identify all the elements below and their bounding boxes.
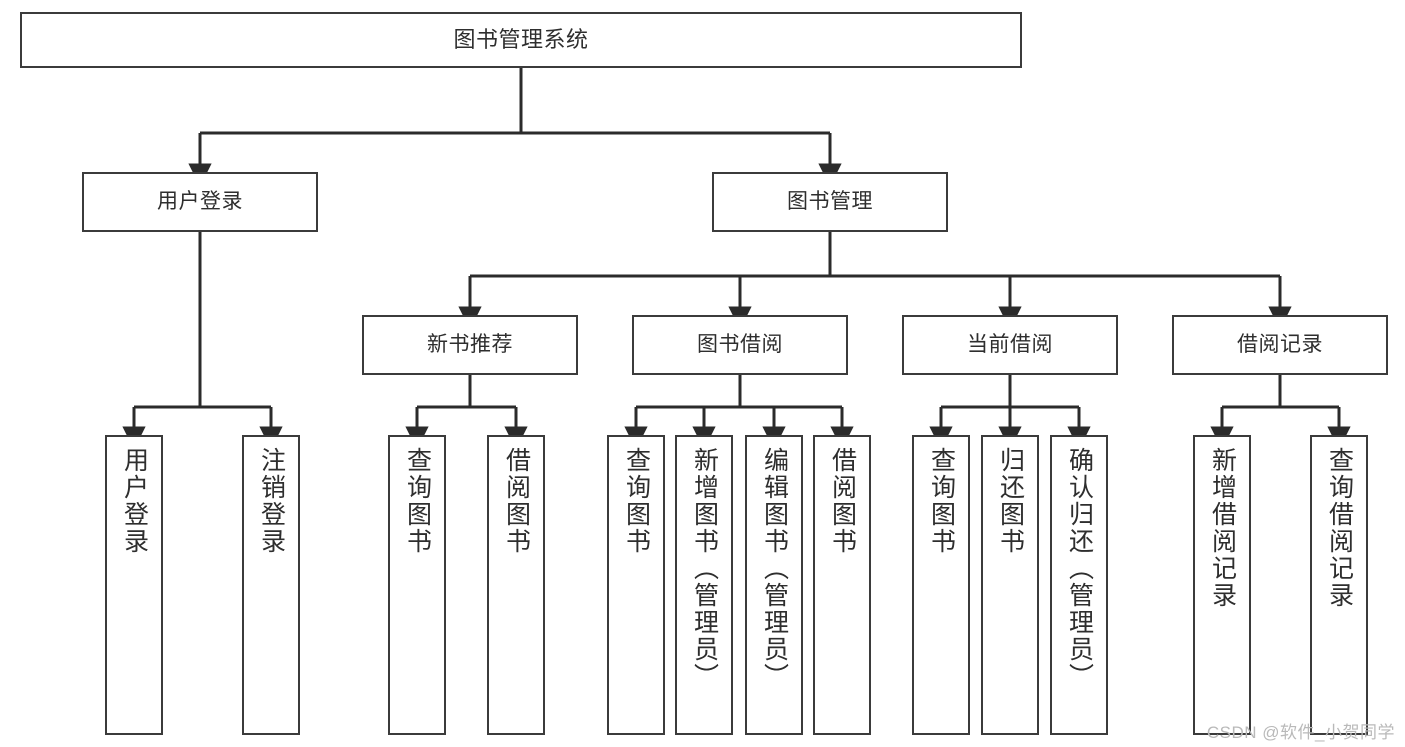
- node-label: 确认归还（管理员）: [1065, 447, 1094, 690]
- node-label: 用户登录: [157, 189, 243, 213]
- csdn-watermark: CSDN @软件_小贺同学: [1206, 723, 1395, 742]
- node-label: 归还图书: [996, 447, 1025, 555]
- node-label: 图书借阅: [697, 332, 783, 356]
- node-label: 查询图书: [927, 447, 956, 555]
- node-label: 借阅图书: [502, 447, 531, 555]
- node-leaf-query-book-3[interactable]: 查询图书: [912, 435, 970, 735]
- node-leaf-query-book-2[interactable]: 查询图书: [607, 435, 665, 735]
- node-label: 查询图书: [622, 447, 651, 555]
- node-user-login[interactable]: 用户登录: [82, 172, 318, 232]
- node-label: 借阅记录: [1237, 332, 1323, 356]
- node-leaf-add-book[interactable]: 新增图书（管理员）: [675, 435, 733, 735]
- node-label: 图书管理系统: [453, 27, 589, 53]
- node-book-borrow[interactable]: 图书借阅: [632, 315, 848, 375]
- node-label: 借阅图书: [828, 447, 857, 555]
- node-borrow-record[interactable]: 借阅记录: [1172, 315, 1388, 375]
- node-book-manage[interactable]: 图书管理: [712, 172, 948, 232]
- node-label: 新增图书（管理员）: [690, 447, 719, 690]
- node-label: 编辑图书（管理员）: [760, 447, 789, 690]
- node-leaf-add-borrow-record[interactable]: 新增借阅记录: [1193, 435, 1251, 735]
- node-leaf-confirm-return[interactable]: 确认归还（管理员）: [1050, 435, 1108, 735]
- node-leaf-borrow-book-2[interactable]: 借阅图书: [813, 435, 871, 735]
- node-leaf-return-book[interactable]: 归还图书: [981, 435, 1039, 735]
- node-label: 查询借阅记录: [1325, 447, 1354, 609]
- node-label: 用户登录: [120, 447, 149, 555]
- node-leaf-user-login[interactable]: 用户登录: [105, 435, 163, 735]
- node-label: 图书管理: [787, 189, 873, 213]
- node-new-book-recommend[interactable]: 新书推荐: [362, 315, 578, 375]
- node-root-system[interactable]: 图书管理系统: [20, 12, 1022, 68]
- node-label: 新书推荐: [427, 332, 513, 356]
- node-leaf-edit-book[interactable]: 编辑图书（管理员）: [745, 435, 803, 735]
- node-label: 当前借阅: [967, 332, 1053, 356]
- node-leaf-query-borrow-record[interactable]: 查询借阅记录: [1310, 435, 1368, 735]
- node-current-borrow[interactable]: 当前借阅: [902, 315, 1118, 375]
- node-label: 查询图书: [403, 447, 432, 555]
- node-label: 注销登录: [257, 447, 286, 555]
- node-leaf-logout[interactable]: 注销登录: [242, 435, 300, 735]
- node-leaf-borrow-book-1[interactable]: 借阅图书: [487, 435, 545, 735]
- node-label: 新增借阅记录: [1208, 447, 1237, 609]
- node-leaf-query-book-1[interactable]: 查询图书: [388, 435, 446, 735]
